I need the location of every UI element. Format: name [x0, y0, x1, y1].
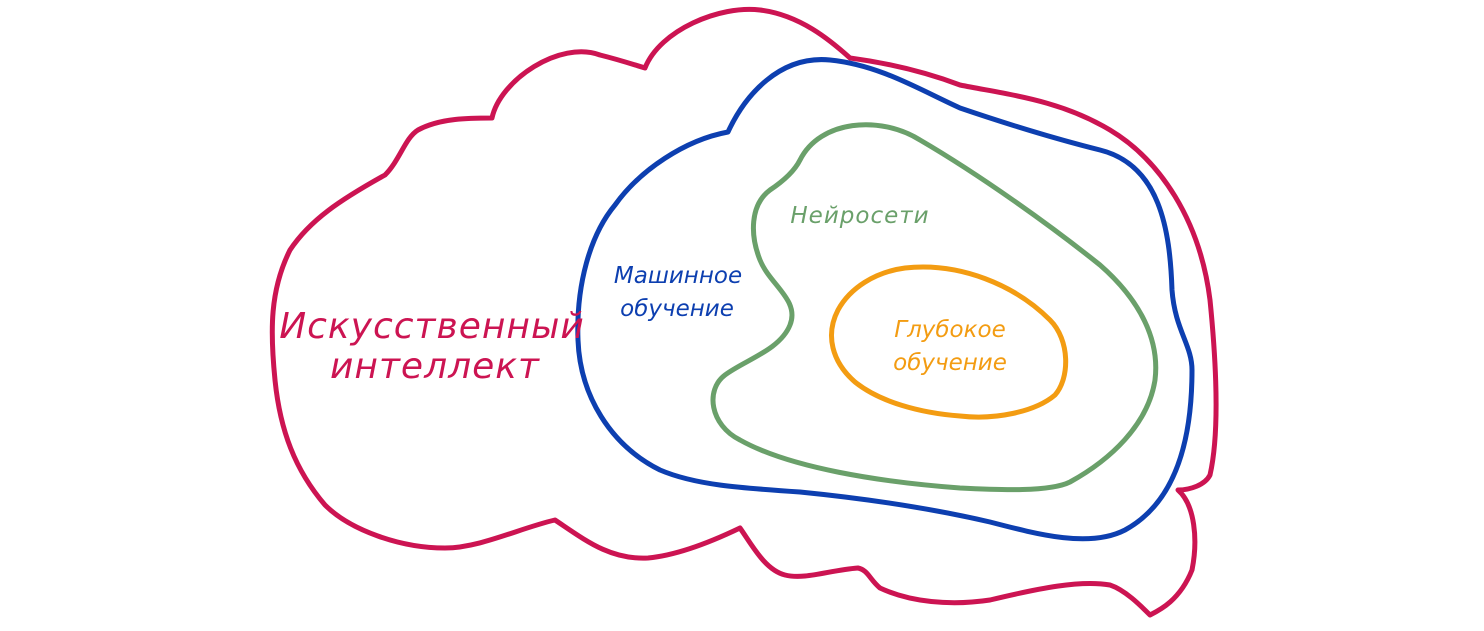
dl-label: Глубокое обучение	[893, 317, 1007, 376]
nn-region-outline	[710, 122, 1159, 493]
ml-label: Машинное обучение	[614, 263, 742, 322]
ml-label-line-2: обучение	[620, 296, 734, 322]
ai-label: Искусственный интеллект	[279, 306, 585, 387]
dl-region-outline	[829, 264, 1069, 420]
ml-region-outline	[575, 57, 1195, 542]
nn-label: Нейросети	[790, 203, 929, 229]
dl-label-line-1: Глубокое	[894, 317, 1006, 343]
dl-label-line-2: обучение	[893, 350, 1007, 376]
ml-label-line-1: Машинное	[614, 263, 742, 289]
nn-label-line-1: Нейросети	[790, 203, 929, 229]
ai-label-line-1: Искусственный	[279, 306, 585, 347]
ai-region-outline	[269, 6, 1219, 618]
ai-label-line-2: интеллект	[330, 346, 540, 387]
